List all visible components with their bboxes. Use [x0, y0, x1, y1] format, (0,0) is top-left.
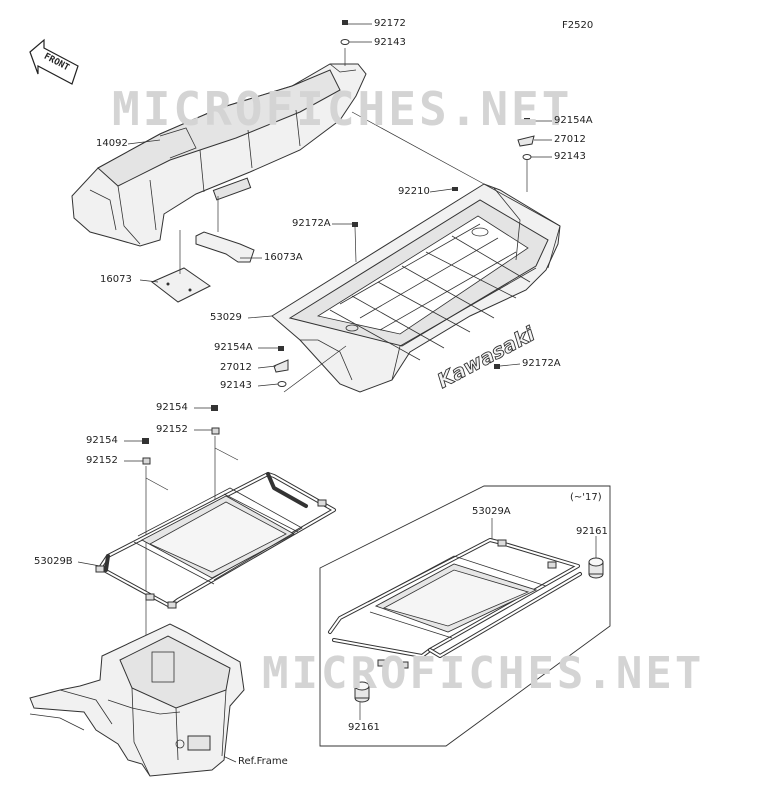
- label-ref-frame: Ref.Frame: [238, 756, 288, 767]
- label-92152-b: 92152: [86, 455, 118, 466]
- label-92154-b: 92154: [86, 435, 118, 446]
- label-92154A-left: 92154A: [214, 342, 253, 353]
- cap-92161-right: [588, 557, 604, 579]
- label-16073: 16073: [100, 274, 132, 285]
- pad-16073A: [195, 231, 255, 263]
- label-92143-top: 92143: [374, 37, 406, 48]
- label-92172-top: 92172: [374, 18, 406, 29]
- label-92143-right: 92143: [554, 151, 586, 162]
- label-53029: 53029: [210, 312, 242, 323]
- label-92161-bottom: 92161: [348, 722, 380, 733]
- cap-92161-bottom: [354, 681, 370, 703]
- watermark-top: MICROFICHES.NET: [112, 82, 573, 136]
- label-92172A-right: 92172A: [522, 358, 561, 369]
- label-92143-left: 92143: [220, 380, 252, 391]
- label-92172A-top: 92172A: [292, 218, 331, 229]
- cargo-bed-53029: Kawasaki: [271, 183, 561, 393]
- front-arrow-icon: FRONT: [29, 38, 79, 85]
- pad-16073: [151, 267, 211, 303]
- watermark-bottom: MICROFICHES.NET: [262, 648, 705, 699]
- label-27012-right: 27012: [554, 134, 586, 145]
- rack-53029B: [95, 472, 336, 609]
- label-14092: 14092: [96, 138, 128, 149]
- label-53029A: 53029A: [472, 506, 511, 517]
- label-92152-a: 92152: [156, 424, 188, 435]
- label-27012-left: 27012: [220, 362, 252, 373]
- variant-box: [319, 485, 611, 747]
- label-16073A: 16073A: [264, 252, 303, 263]
- rack-53029A: [328, 538, 582, 669]
- hardware-parts: [142, 20, 535, 465]
- label-92210: 92210: [398, 186, 430, 197]
- kawasaki-brand-text: Kawasaki: [433, 321, 539, 393]
- label-92154-a: 92154: [156, 402, 188, 413]
- label-92161-right: 92161: [576, 526, 608, 537]
- variant-note: (~'17): [570, 492, 602, 503]
- label-92154A-right: 92154A: [554, 115, 593, 126]
- frame-reference: [29, 623, 245, 777]
- cover-14092: [71, 63, 367, 247]
- leader-lines: [77, 23, 597, 763]
- diagram-code: F2520: [562, 20, 594, 31]
- label-53029B: 53029B: [34, 556, 73, 567]
